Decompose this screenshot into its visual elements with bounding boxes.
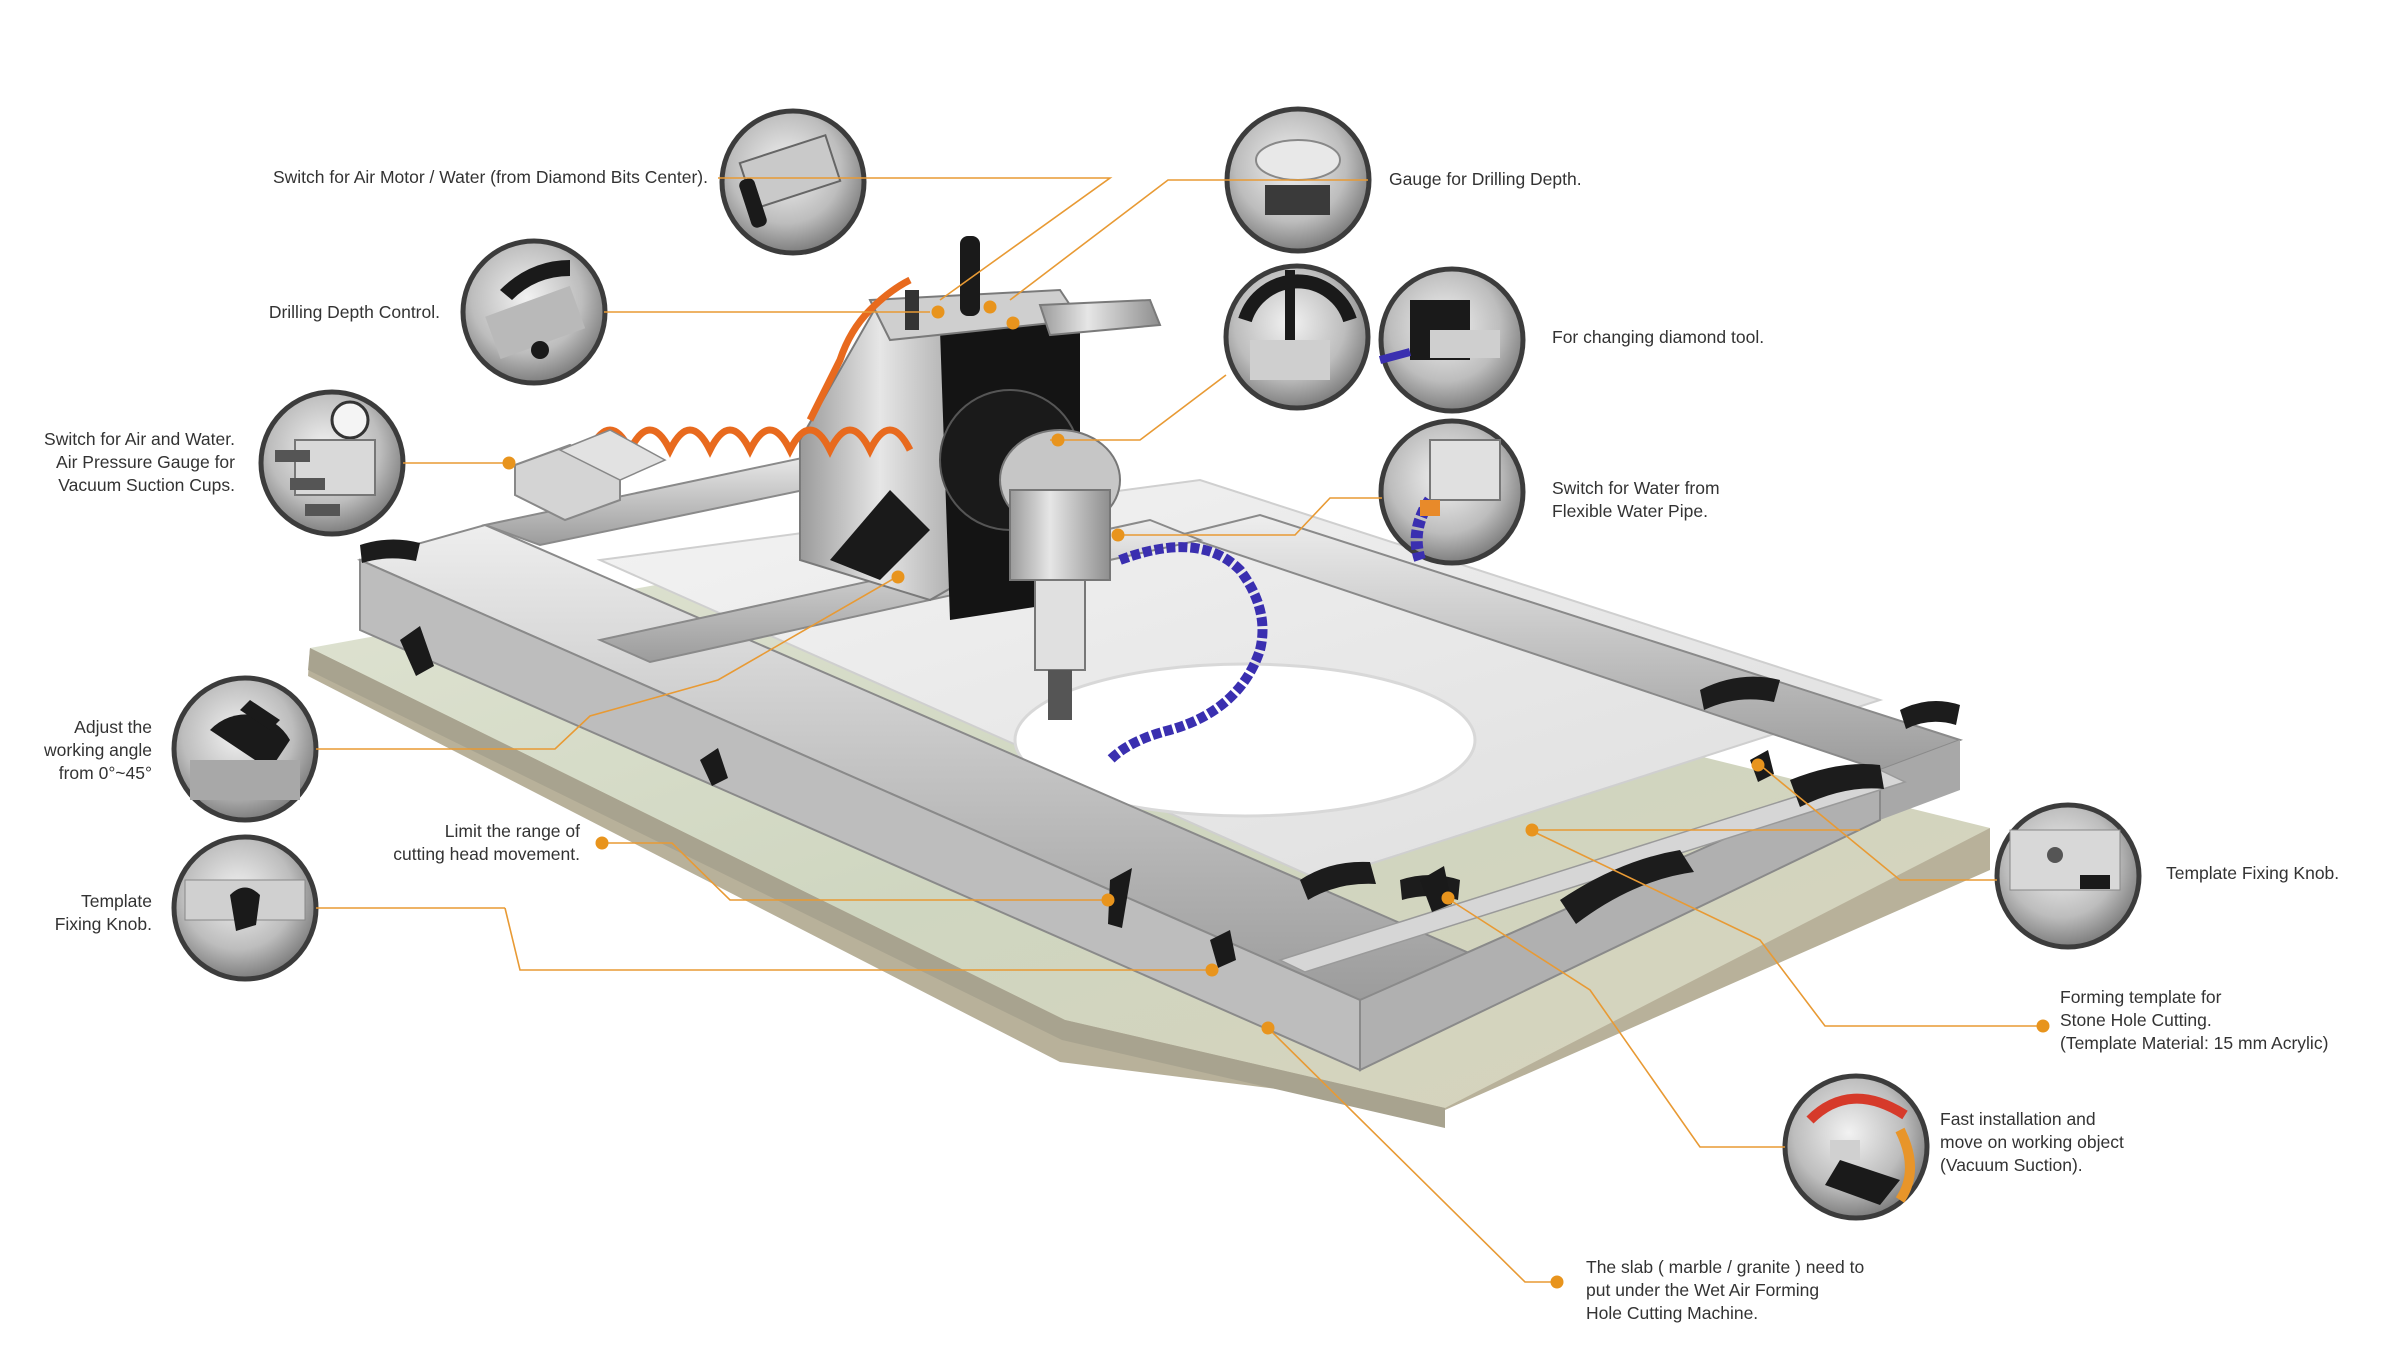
callout-line: from 0°~45° [58,763,152,783]
callout-line: Switch for Air and Water. [44,429,235,449]
callout-switch-air-water: Switch for Air and Water. Air Pressure G… [44,428,235,497]
detail-circle-changing-tool-b [1378,266,1526,414]
fixing-knobs [400,626,1774,968]
detail-circle-drilling-depth [460,238,608,386]
callout-line: Switch for Water from [1552,478,1720,498]
air-water-control-box [514,429,667,522]
detail-circle-adjust-angle [171,675,319,823]
callout-line: move on working object [1940,1132,2124,1152]
callout-line: For changing diamond tool. [1552,327,1765,347]
callout-line: Gauge for Drilling Depth. [1389,169,1582,189]
callout-line: Flexible Water Pipe. [1552,501,1708,521]
leader-lines [316,177,2043,1283]
callout-line: working angle [44,740,152,760]
callout-changing-tool: For changing diamond tool. [1552,326,1764,349]
callout-line: Hole Cutting Machine. [1586,1303,1759,1323]
callout-line: (Vacuum Suction). [1940,1155,2083,1175]
leader-dots [502,300,2050,1289]
frame-handles [360,539,1960,924]
cutting-head [799,236,1162,720]
callout-template-knob-left: Template Fixing Knob. [55,890,152,936]
callout-line: Adjust the [74,717,152,737]
detail-circle-template-knob-right [1994,802,2142,950]
blue-water-pipe [1106,542,1268,764]
detail-circle-template-knob-left [171,834,319,982]
callout-line: Fixing Knob. [54,914,152,934]
callout-line: Vacuum Suction Cups. [58,475,235,495]
detail-circle-switch-air-motor [719,108,867,256]
callout-switch-air-motor: Switch for Air Motor / Water (from Diamo… [273,166,708,189]
callout-switch-water-pipe: Switch for Water from Flexible Water Pip… [1552,477,1720,523]
callout-line: Limit the range of [444,821,580,841]
detail-circle-switch-air-water [258,389,406,537]
callout-template-knob-right: Template Fixing Knob. [2166,862,2339,885]
callout-fast-install: Fast installation and move on working ob… [1940,1108,2124,1177]
detail-circle-changing-tool-a [1223,263,1371,411]
callout-line: (Template Material: 15 mm Acrylic) [2060,1033,2329,1053]
callout-line: Stone Hole Cutting. [2060,1010,2212,1030]
callout-slab: The slab ( marble / granite ) need to pu… [1586,1256,1864,1325]
callout-drilling-depth: Drilling Depth Control. [269,301,440,324]
callout-line: put under the Wet Air Forming [1586,1280,1820,1300]
callout-line: The slab ( marble / granite ) need to [1586,1257,1865,1277]
callout-line: Fast installation and [1940,1109,2096,1129]
callout-line: Air Pressure Gauge for [56,452,235,472]
callout-line: Template [80,891,152,911]
callout-line: Template Fixing Knob. [2166,863,2340,883]
callout-line: Switch for Air Motor / Water (from Diamo… [272,167,708,187]
callout-line: Forming template for [2060,987,2222,1007]
orange-air-hose [586,276,914,458]
callout-limit-range: Limit the range of cutting head movement… [393,820,580,866]
callout-gauge-depth: Gauge for Drilling Depth. [1389,168,1582,191]
callout-line: Drilling Depth Control. [268,302,440,322]
callout-line: cutting head movement. [393,844,580,864]
detail-circle-switch-water-pipe [1378,418,1526,566]
callout-adjust-angle: Adjust the working angle from 0°~45° [44,716,152,785]
detail-circle-fast-install [1782,1073,1930,1221]
callout-forming-template: Forming template for Stone Hole Cutting.… [2060,986,2328,1055]
